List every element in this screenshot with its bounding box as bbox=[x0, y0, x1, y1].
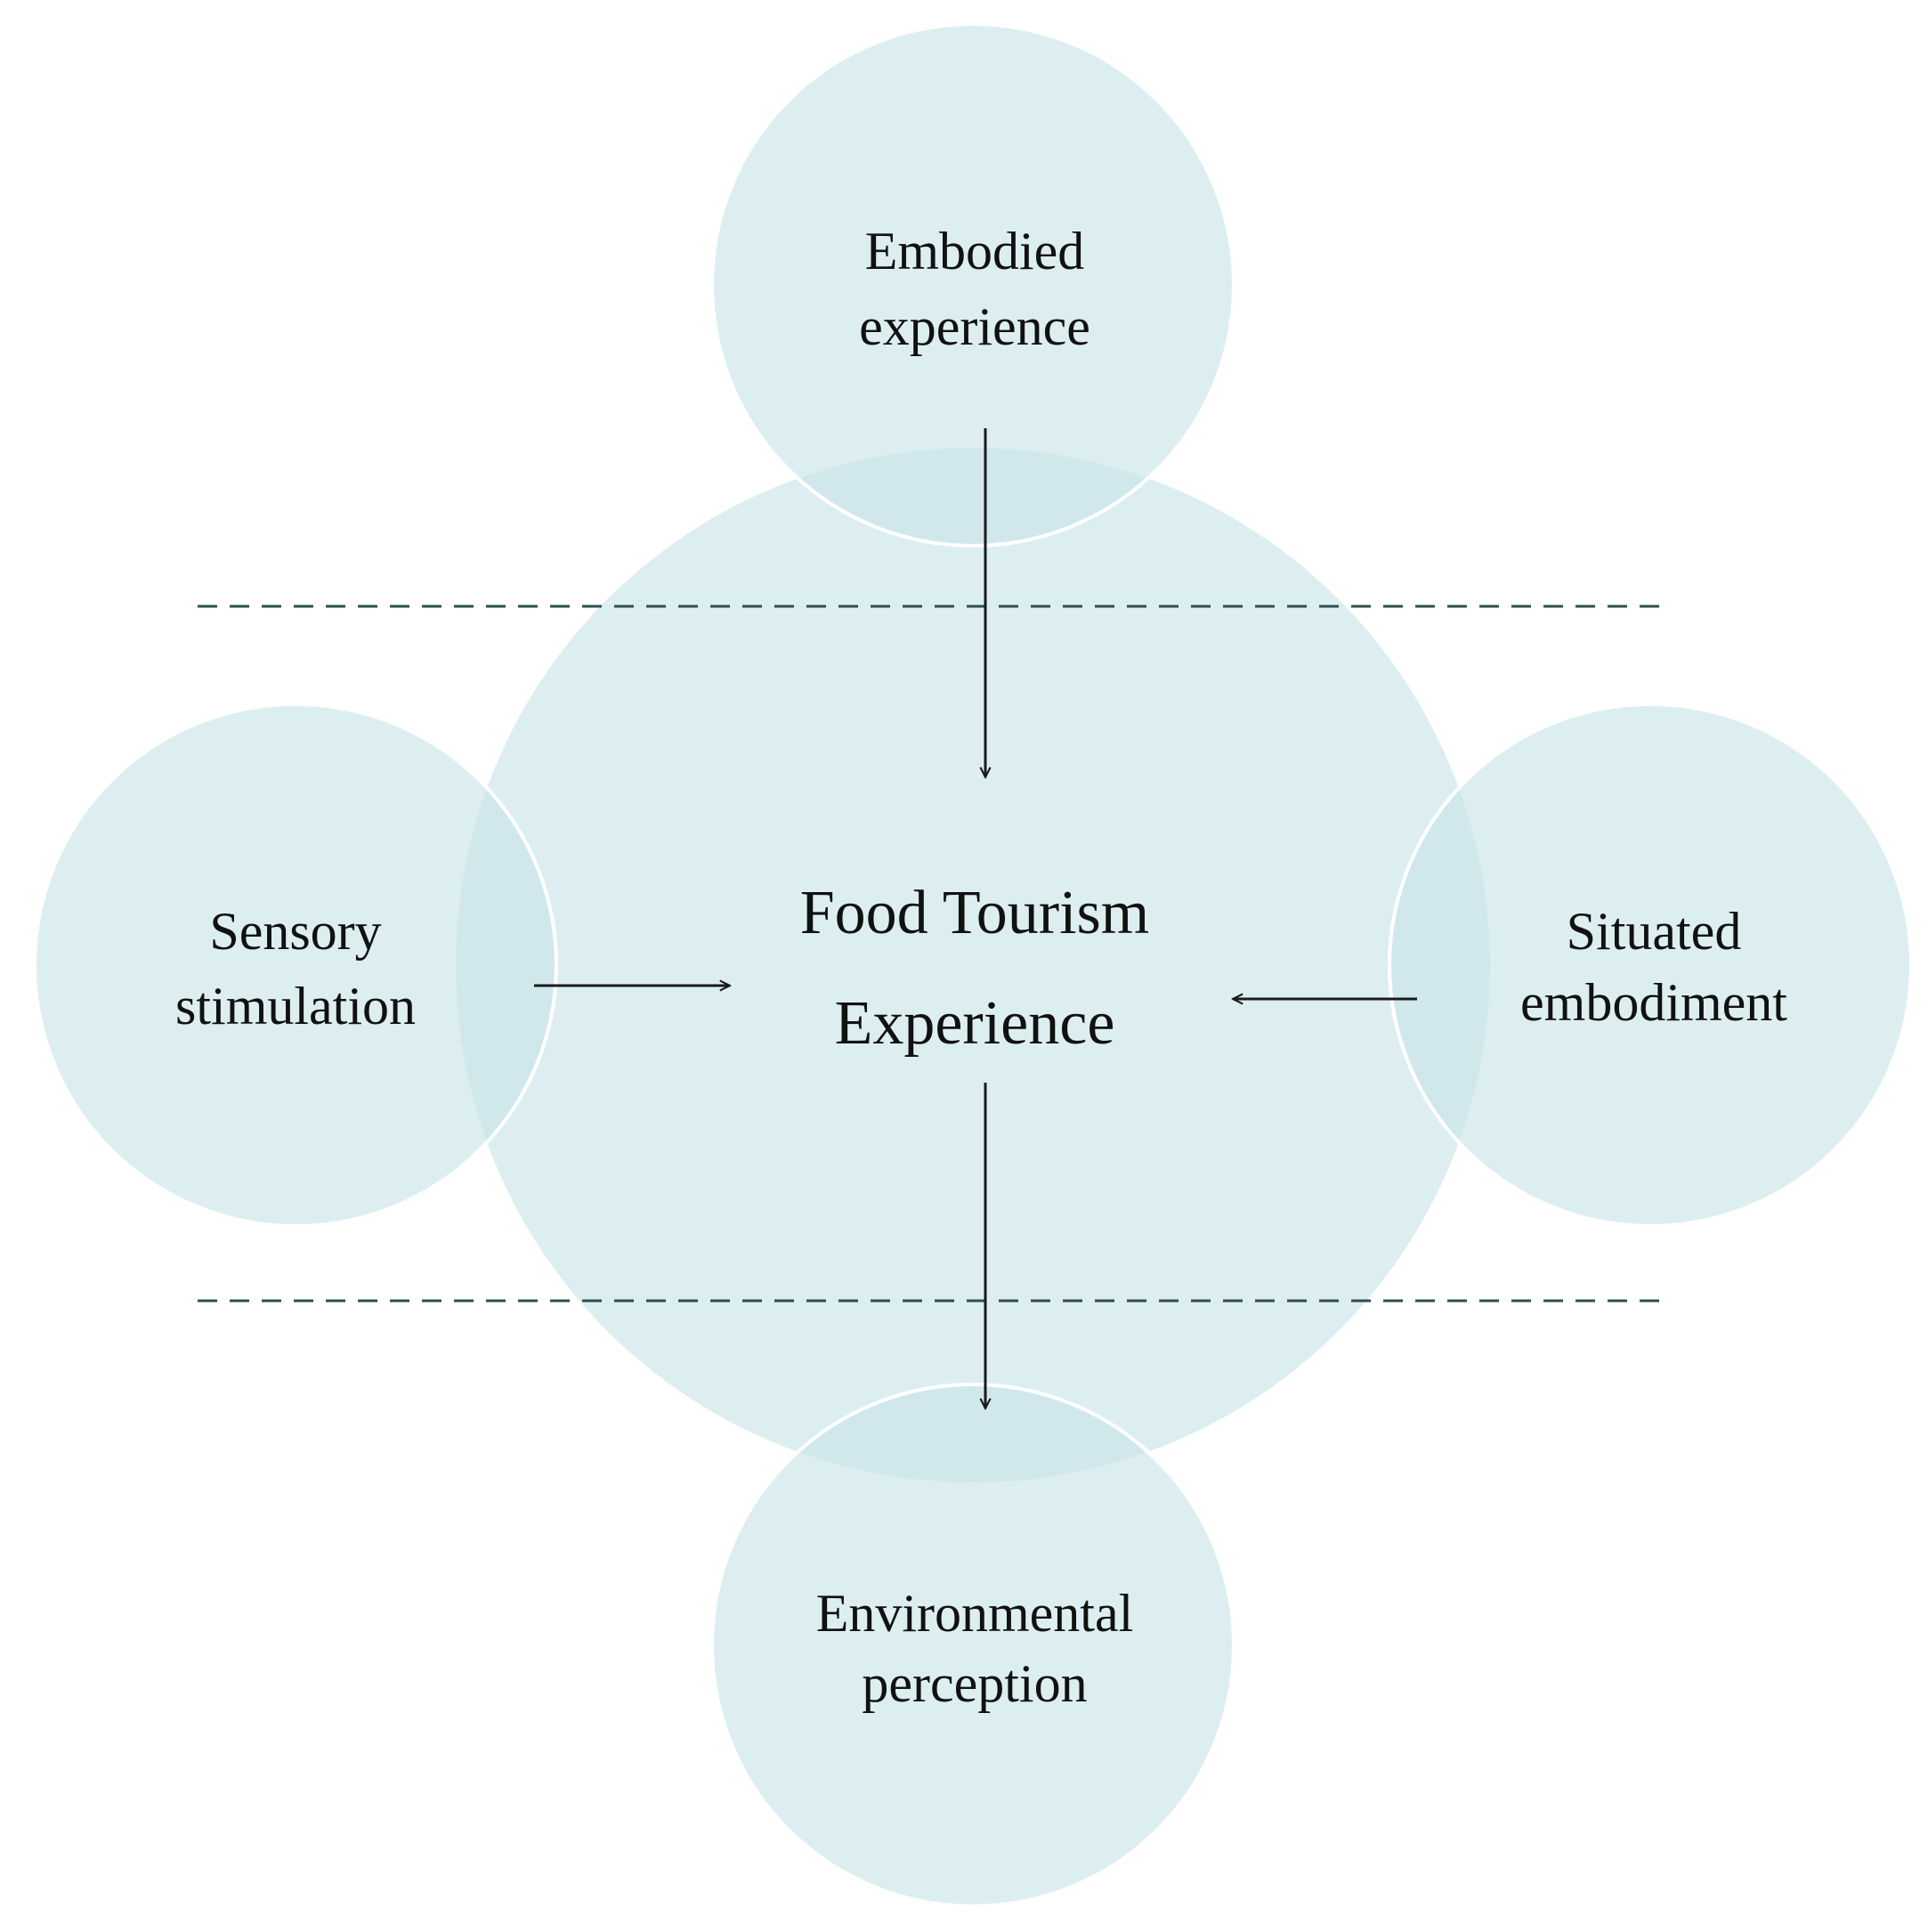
center-label-line1: Food Tourism bbox=[800, 879, 1150, 947]
center-circle bbox=[452, 444, 1494, 1486]
top-circle bbox=[710, 22, 1235, 548]
left-label-line1: Sensory bbox=[209, 902, 381, 961]
bottom-circle bbox=[710, 1383, 1235, 1908]
right-label-line2: embodiment bbox=[1520, 973, 1787, 1032]
left-label-line2: stimulation bbox=[175, 977, 416, 1035]
center-label-line2: Experience bbox=[835, 989, 1115, 1058]
left-circle bbox=[33, 702, 558, 1228]
top-label-line1: Embodied bbox=[865, 222, 1085, 280]
bottom-label-line1: Environmental bbox=[816, 1584, 1134, 1643]
bottom-label-line2: perception bbox=[862, 1654, 1087, 1713]
top-label-line2: experience bbox=[859, 297, 1090, 356]
right-circle bbox=[1388, 702, 1913, 1228]
right-label-line1: Situated bbox=[1567, 902, 1742, 961]
